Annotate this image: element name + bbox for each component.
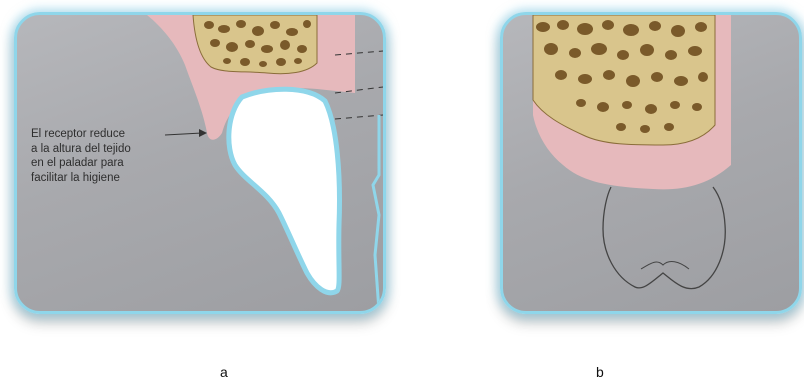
tooth-fissure bbox=[641, 262, 689, 269]
figure-a-label: a bbox=[220, 364, 228, 380]
annotation-line-4: facilitar la higiene bbox=[31, 171, 191, 186]
arrow-head bbox=[199, 129, 207, 137]
annotation-text: El receptor reduce a la altura del tejid… bbox=[31, 127, 191, 185]
annotation-line-3: en el paladar para bbox=[31, 156, 191, 171]
tooth-crown bbox=[603, 187, 725, 289]
annotation-line-1: El receptor reduce bbox=[31, 127, 191, 142]
pontic-void-a bbox=[229, 89, 340, 293]
figure-b-label: b bbox=[596, 364, 604, 380]
figure-b-panel bbox=[500, 12, 802, 314]
figure-b-illustration bbox=[503, 15, 799, 311]
annotation-line-2: a la altura del tejido bbox=[31, 142, 191, 157]
panel-edge-a bbox=[373, 115, 379, 311]
